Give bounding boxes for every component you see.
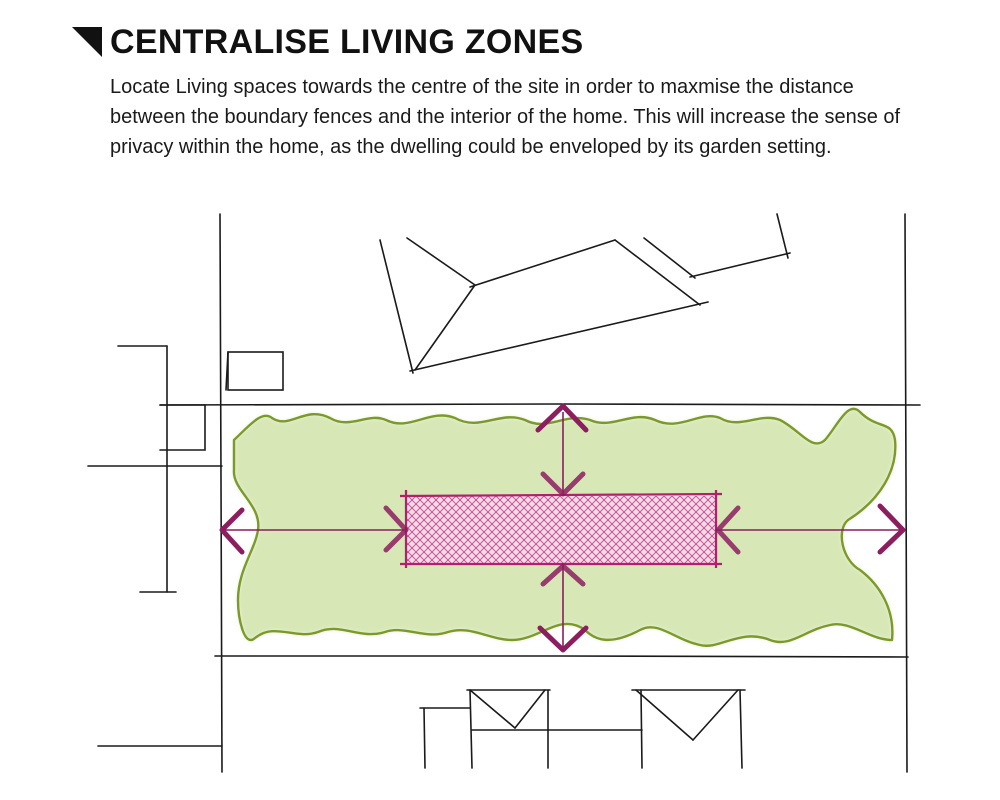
left-boundary-fence [219, 213, 223, 773]
header: CENTRALISE LIVING ZONES [72, 22, 584, 62]
arrow-in-top-icon [540, 471, 586, 497]
arrows [219, 403, 906, 653]
arrow-out-top-icon [535, 403, 589, 433]
arrow-in-left-icon [383, 505, 409, 553]
arrow-out-bottom-icon [537, 625, 589, 653]
living-zone [399, 490, 723, 568]
neighbour-houses-bottom [97, 689, 746, 769]
small-outbuilding [227, 351, 284, 391]
garden-setting [232, 407, 897, 647]
arrow-in-bottom-icon [540, 563, 586, 587]
garden-outline [232, 407, 897, 647]
arrow-in-right-icon [715, 505, 741, 555]
right-boundary-fence [904, 213, 908, 773]
context-linework [87, 213, 921, 773]
garden-fill [233, 408, 896, 646]
neighbour-building-left [87, 345, 223, 593]
arrow-out-right-icon [877, 503, 906, 555]
corner-triangle-icon [72, 27, 102, 57]
bottom-boundary-fence [214, 655, 909, 658]
page-title: CENTRALISE LIVING ZONES [110, 23, 584, 61]
neighbour-house-top [379, 213, 791, 374]
description-text: Locate Living spaces towards the centre … [110, 76, 901, 158]
top-boundary-fence [159, 403, 921, 406]
arrow-out-left-icon [219, 507, 245, 555]
axis-lines [225, 412, 900, 648]
